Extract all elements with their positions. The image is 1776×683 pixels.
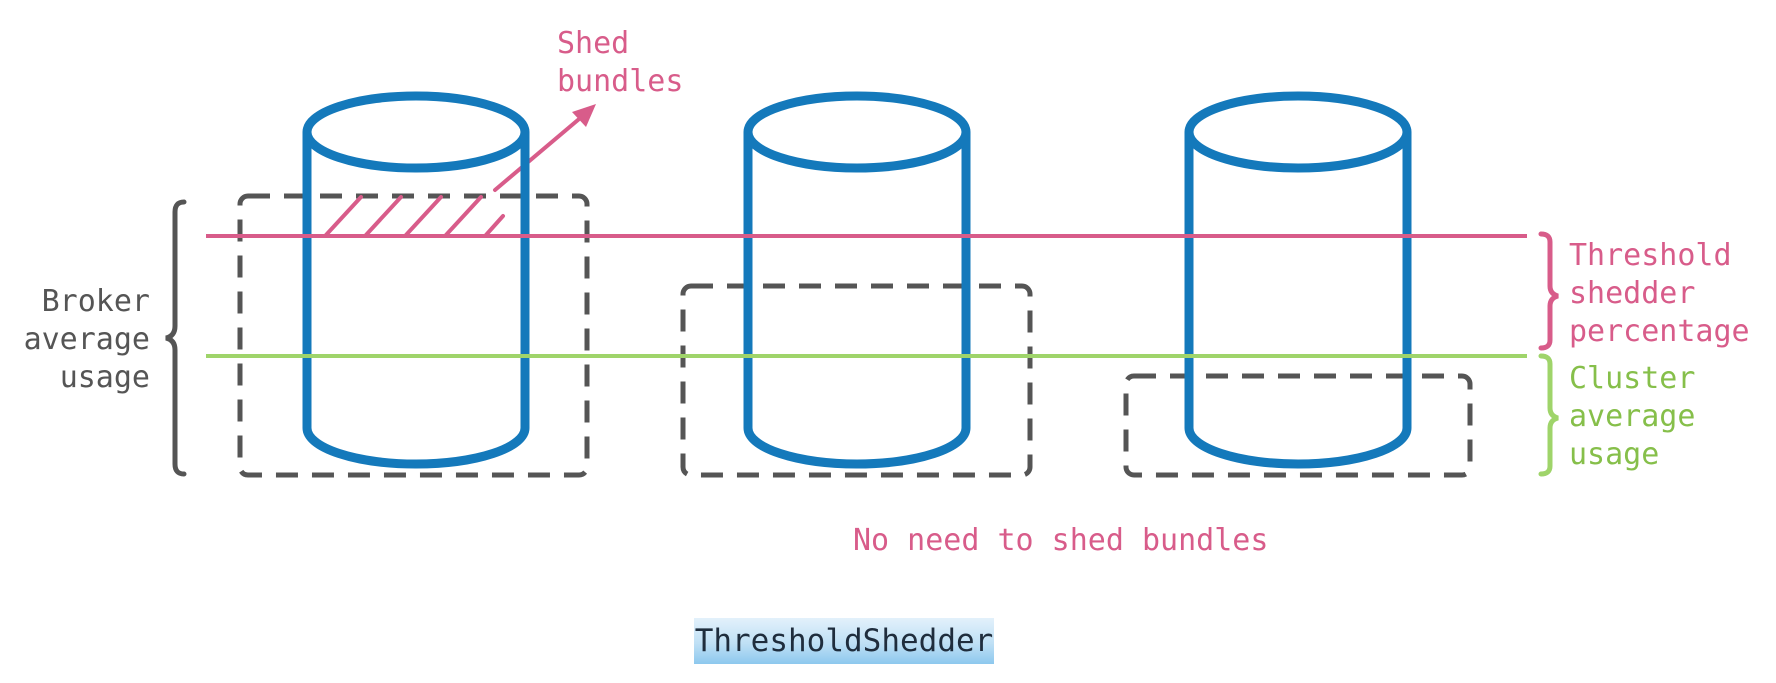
excess-load-hatch <box>324 195 505 237</box>
no-need-to-shed-label: No need to shed bundles <box>853 523 1268 558</box>
threshold-label-line1: Threshold <box>1569 238 1732 273</box>
shed-bundles-label-line1: Shed <box>557 26 629 61</box>
broker-cylinder-3 <box>1184 91 1412 469</box>
broker-usage-label-line2: average <box>24 322 150 357</box>
shed-bundles-label-line2: bundles <box>557 64 683 99</box>
cluster-label-line2: average <box>1569 399 1695 434</box>
broker-cylinder-2 <box>743 91 971 469</box>
cluster-label-line3: usage <box>1569 437 1659 472</box>
broker-usage-box-3 <box>1123 373 1473 478</box>
threshold-label-line2: shedder <box>1569 276 1695 311</box>
threshold-brace <box>1538 231 1559 351</box>
shed-arrow <box>493 104 596 192</box>
broker-usage-box-2 <box>680 283 1033 478</box>
threshold-label-line3: percentage <box>1569 314 1750 349</box>
cluster-label-line1: Cluster <box>1569 361 1695 396</box>
diagram-caption: ThresholdShedder <box>694 618 994 664</box>
broker-cylinder-1 <box>302 91 530 469</box>
broker-usage-brace <box>165 199 187 477</box>
broker-usage-label-line3: usage <box>60 360 150 395</box>
broker-usage-box-1 <box>237 193 590 478</box>
cluster-brace <box>1538 353 1559 477</box>
broker-usage-label-line1: Broker <box>42 284 150 319</box>
